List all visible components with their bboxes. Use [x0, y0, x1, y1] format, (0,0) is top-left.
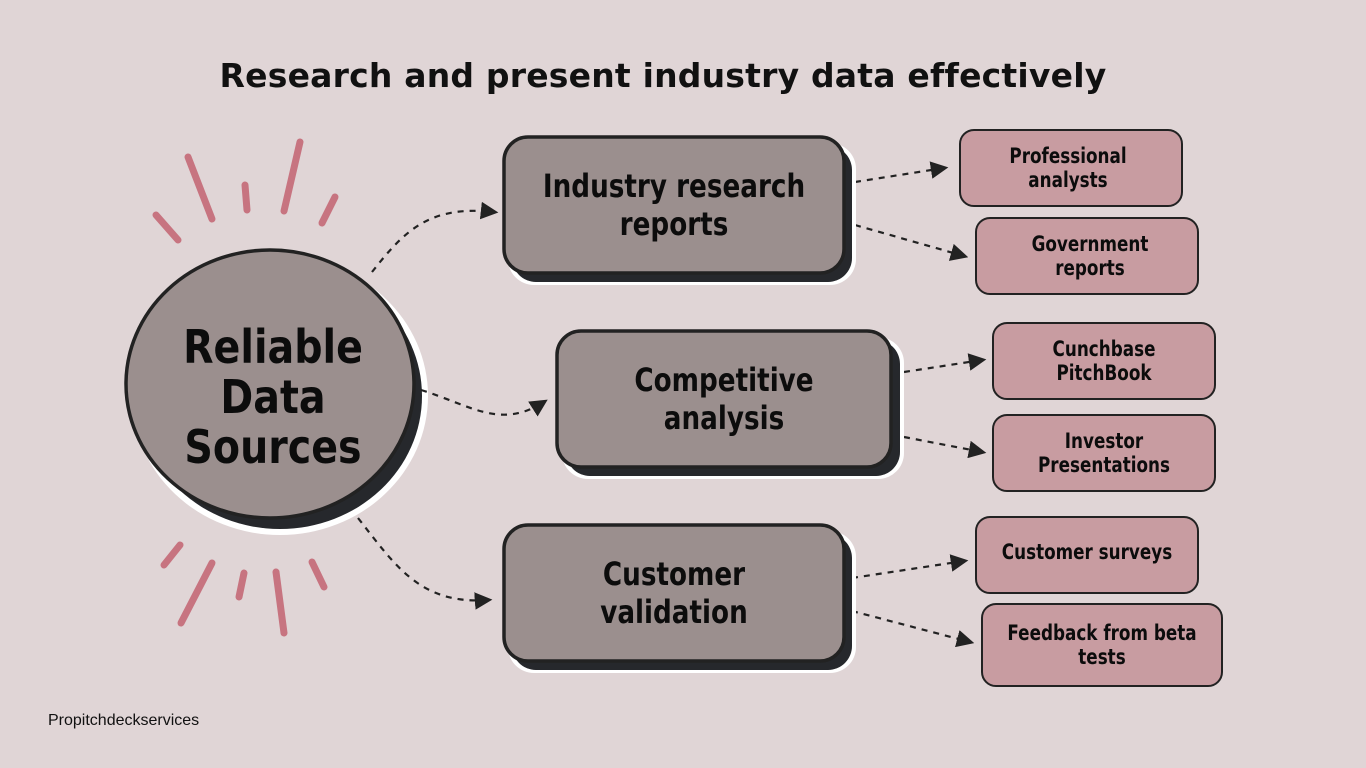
leaf-label-line: PitchBook — [1056, 361, 1152, 385]
branch-label-line: Competitive — [634, 361, 814, 399]
connector-to-investor — [903, 435, 987, 459]
ray — [160, 541, 184, 569]
leaf-label-investor: Investor Presentations — [1015, 415, 1193, 491]
ray — [318, 193, 339, 227]
leaf-box-beta — [981, 603, 1223, 687]
connector-to-cunchbase — [903, 353, 987, 374]
leaf-label-cunchbase: Cunchbase PitchBook — [1015, 323, 1193, 399]
leaf-label-line: analysts — [1028, 168, 1108, 192]
branch-label-line: reports — [619, 205, 729, 243]
hub-label: Reliable Data Sources — [159, 322, 388, 472]
leaf-label-line: Professional — [1009, 144, 1127, 168]
leaf-boxes — [959, 129, 1223, 687]
box-body — [555, 329, 893, 469]
connector-hub-to-customer — [357, 517, 493, 610]
leaf-label-line: tests — [1078, 645, 1126, 669]
ray — [241, 181, 251, 214]
leaf-box-surveys — [975, 516, 1199, 594]
hub-node — [124, 248, 428, 535]
leaf-label-line: Cunchbase — [1052, 337, 1156, 361]
ray — [152, 211, 182, 244]
leaf-label-line: Presentations — [1037, 453, 1170, 477]
leaf-label-line: reports — [1055, 256, 1125, 280]
box-body — [502, 135, 846, 275]
leaf-box-investor — [992, 414, 1216, 492]
connector-to-beta — [851, 609, 975, 648]
leaf-label-professional: Professional analysts — [982, 130, 1155, 206]
branch-label-customer: Customer validation — [535, 525, 814, 661]
branch-label-line: Industry research — [542, 167, 806, 205]
leaf-box-government — [975, 217, 1199, 295]
branch-label-line: Customer — [602, 555, 746, 593]
leaf-label-surveys: Customer surveys — [998, 514, 1176, 590]
ray — [308, 558, 328, 591]
hub-label-line: Reliable — [183, 320, 363, 374]
box-body — [502, 523, 846, 663]
ray — [184, 153, 216, 223]
leaf-connectors — [851, 161, 987, 648]
connector-to-surveys — [851, 554, 969, 580]
hub-label-line: Data — [220, 370, 326, 424]
accent-rays — [152, 138, 339, 637]
branch-label-line: validation — [600, 593, 748, 631]
ray — [280, 138, 304, 215]
branch-label-industry: Industry research reports — [535, 137, 814, 273]
leaf-label-government: Government reports — [999, 218, 1181, 294]
branch-box-customer — [502, 523, 856, 673]
connector-hub-to-industry — [371, 201, 499, 273]
hub-label-line: Sources — [184, 420, 362, 474]
leaf-label-line: Investor — [1064, 429, 1144, 453]
ray — [235, 569, 248, 601]
connector-to-government — [854, 223, 969, 261]
branch-label-competitive: Competitive analysis — [587, 331, 861, 467]
branch-box-industry — [502, 135, 856, 285]
hub-circle — [124, 248, 416, 520]
slide-title: Research and present industry data effec… — [219, 56, 1107, 95]
footer-brand: Propitchdeckservices — [48, 712, 200, 729]
ray — [177, 559, 216, 627]
leaf-label-line: Customer surveys — [1001, 540, 1173, 564]
ray — [272, 568, 288, 637]
connector-hub-to-competitive — [420, 388, 548, 417]
leaf-box-cunchbase — [992, 322, 1216, 400]
leaf-label-line: Feedback from beta — [1007, 621, 1197, 645]
leaf-box-professional — [959, 129, 1183, 207]
branch-label-line: analysis — [663, 399, 785, 437]
leaf-label-line: Government — [1031, 232, 1149, 256]
hub-connectors — [357, 201, 548, 610]
branch-box-competitive — [555, 329, 904, 479]
leaf-label-beta: Feedback from beta tests — [1006, 604, 1198, 686]
connector-to-professional — [854, 161, 949, 184]
